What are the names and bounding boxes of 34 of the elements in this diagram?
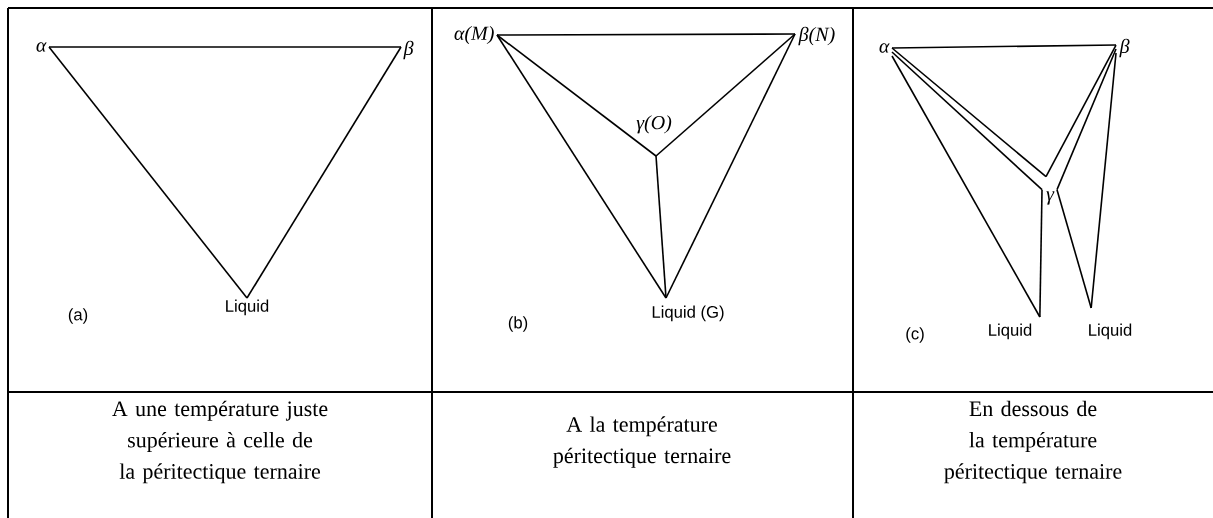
vertex-label: β [1119,38,1130,58]
panel-letter: (c) [906,327,924,343]
phase-line [891,44,1117,49]
phase-line [1045,44,1117,178]
vertex-label: α [36,42,47,52]
phase-line [496,33,796,36]
phase-line [48,46,402,48]
phase-line [665,33,796,299]
vertex-label: Liquid [989,323,1032,340]
vertex-label: γ(O) [636,115,672,134]
phase-line [496,34,667,299]
panel-letter: (a) [68,308,88,324]
phase-line [1039,188,1043,318]
phase-line [655,33,796,157]
panel-letter: (b) [508,316,528,332]
vertex-label: Liquid [226,299,269,316]
caption-text: A la température péritectique ternaire [553,416,731,468]
phase-line [1056,188,1092,309]
caption-text: En dessous de la température péritectique ternaire [944,400,1122,484]
vertex-label: α(M) [454,25,494,45]
vertex-label: β(N) [798,26,835,46]
phase-line [1056,48,1117,191]
phase-line [655,155,667,299]
caption-text: A une température juste supérieure à celle de la péritectique ternaire [112,400,328,484]
phase-line [246,46,402,299]
vertex-label: Liquid (G) [652,305,724,322]
vertex-label: α [879,43,890,53]
vertex-label: γ [1046,191,1055,205]
vertex-label: β [403,40,414,60]
phase-line [496,34,657,157]
vertex-label: Liquid [1089,323,1132,340]
phase-line [891,55,1041,318]
phase-line [1090,52,1117,309]
phase-line [48,46,248,299]
